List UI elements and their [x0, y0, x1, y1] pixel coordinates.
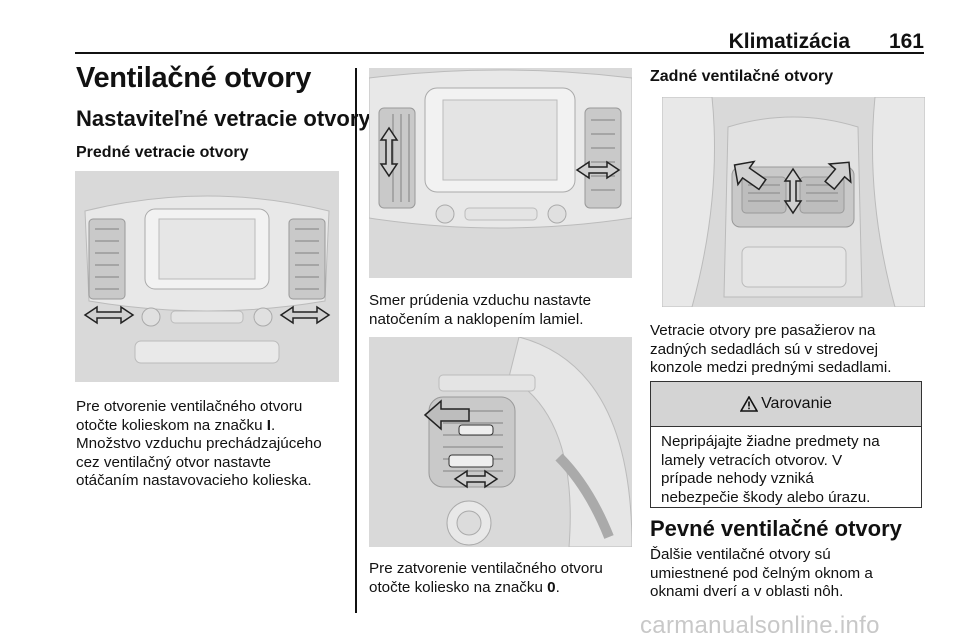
sub-subsection-heading: Predné vetracie otvory	[76, 144, 249, 161]
front-vents-text: Pre otvorenie ventilačného otvoru otočte…	[76, 398, 351, 491]
text-line: otočte koliesko na značku 0.	[369, 578, 560, 596]
text-line: Ďalšie ventilačné otvory sú	[650, 546, 831, 563]
text-line: Množstvo vzduchu prechádzajúceho	[76, 435, 322, 453]
text-line: Vetracie otvory pre pasažierov na	[650, 322, 876, 339]
fixed-vents-heading: Pevné ventilačné otvory	[650, 516, 902, 541]
rear-vents-heading: Zadné ventilačné otvory	[650, 68, 834, 85]
text-line: natočením a naklopením lamiel.	[369, 310, 584, 328]
text-line: prípade nehody vzniká	[661, 470, 814, 488]
fixed-vents-text: Ďalšie ventilačné otvory sú umiestnené p…	[650, 546, 930, 602]
text-line: Pre zatvorenie ventilačného otvoru	[369, 560, 603, 577]
lamellae-text: Smer prúdenia vzduchu nastavte natočením…	[369, 292, 639, 329]
text-line: nebezpečie škody alebo úrazu.	[661, 488, 871, 506]
header-rule	[75, 52, 924, 54]
page-number: 161	[888, 30, 924, 53]
warning-header: Varovanie	[651, 382, 921, 427]
warning-box: Varovanie Nepripájajte žiadne predmety n…	[650, 381, 922, 508]
subsection-heading: Nastaviteľné vetracie otvory	[76, 106, 371, 131]
column-divider	[355, 68, 357, 613]
text-line: otáčaním nastavovacieho kolieska.	[76, 472, 312, 490]
warning-body: Nepripájajte žiadne predmety na lamely v…	[651, 427, 921, 513]
close-vent-text: Pre zatvorenie ventilačného otvoru otočt…	[369, 560, 644, 597]
text-line: konzole medzi prednými sedadlami.	[650, 359, 892, 377]
text-line: umiestnené pod čelným oknom a	[650, 564, 873, 582]
warning-triangle-icon	[740, 396, 759, 412]
text-line: Pre otvorenie ventilačného otvoru	[76, 398, 303, 415]
warning-title: Varovanie	[761, 395, 832, 412]
mark-close-symbol: 0	[547, 578, 556, 596]
text-line: otočte kolieskom na značku I.	[76, 416, 276, 434]
figure-rear-vents	[662, 97, 925, 307]
mark-open-symbol: I	[266, 416, 272, 434]
rear-vents-text: Vetracie otvory pre pasažierov na zadnýc…	[650, 322, 930, 378]
text-line: zadných sedadlách sú v stredovej	[650, 340, 878, 358]
figure-front-vents	[75, 171, 339, 382]
watermark: carmanualsonline.info	[640, 612, 880, 639]
text-line: Nepripájajte žiadne predmety na	[661, 433, 880, 450]
section-heading: Ventilačné otvory	[76, 62, 312, 94]
figure-vent-lamellae	[369, 68, 632, 278]
figure-vent-closeup	[369, 337, 632, 547]
text-line: Smer prúdenia vzduchu nastavte	[369, 292, 592, 309]
text-line: oknami dverí a v oblasti nôh.	[650, 583, 844, 601]
text-line: lamely vetracích otvorov. V	[661, 451, 843, 469]
text-line: cez ventilačný otvor nastavte	[76, 453, 272, 471]
running-header-title: Klimatizácia	[728, 30, 850, 53]
